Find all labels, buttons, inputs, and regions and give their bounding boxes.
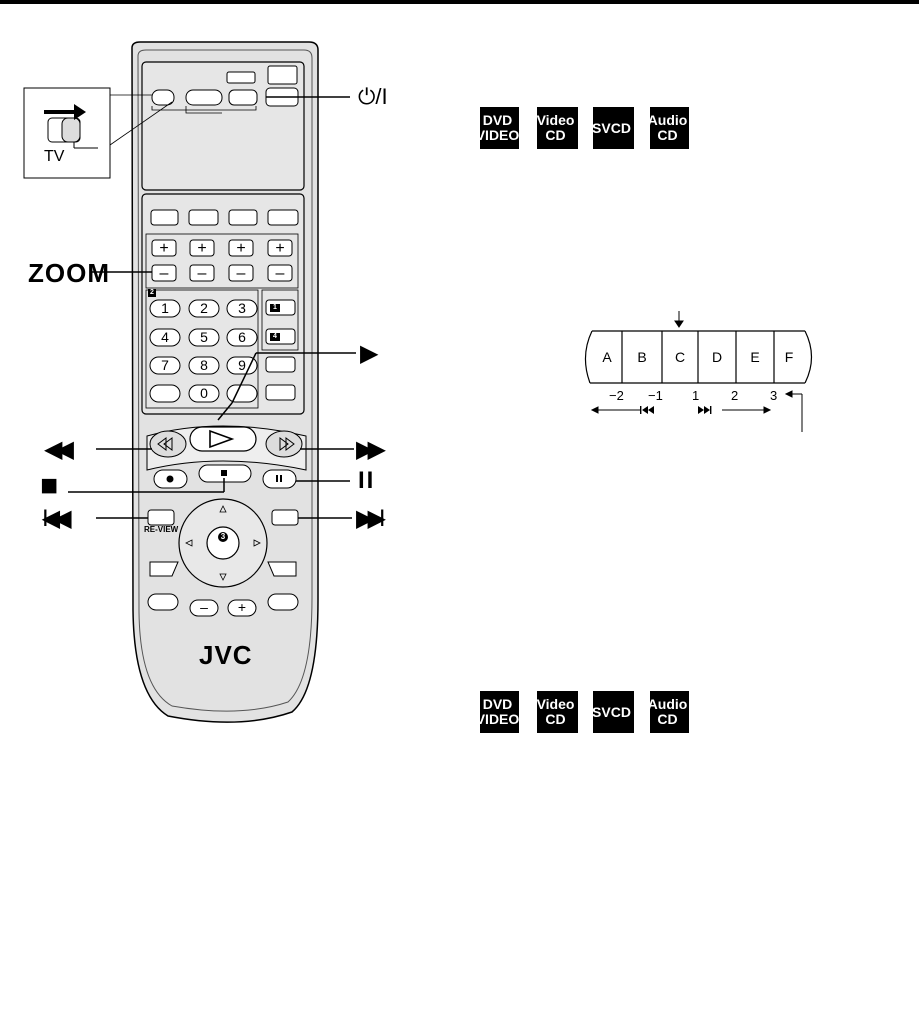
- review-label: RE-VIEW: [144, 525, 179, 534]
- key-3[interactable]: 3: [238, 300, 246, 316]
- mark-4-badge: 4: [273, 333, 277, 340]
- rewind-callout: ◀◀: [44, 436, 74, 463]
- key-6[interactable]: 6: [238, 329, 246, 345]
- svg-text:+: +: [236, 240, 245, 257]
- track-c: C: [674, 349, 686, 365]
- tv-switch-label: TV: [44, 148, 65, 165]
- timeline-num-1: 1: [692, 388, 700, 403]
- power-callout: ⏻/I: [358, 84, 388, 109]
- fast-forward-callout: ▶▶: [356, 436, 386, 463]
- key-8[interactable]: 8: [200, 357, 208, 373]
- stop-callout: ■: [40, 469, 59, 502]
- zoom-callout: ZOOM: [28, 258, 110, 288]
- mark-3-badge: 3: [220, 532, 226, 541]
- play-callout: ▶: [360, 340, 379, 367]
- svcd-badge: SVCD: [589, 691, 634, 733]
- track-b: B: [637, 349, 647, 365]
- pause-callout: II: [358, 467, 376, 494]
- svg-text:–: –: [276, 265, 285, 282]
- timeline-num-2: 2: [731, 388, 739, 403]
- svg-text:–: –: [198, 265, 207, 282]
- previous-callout: I◀◀: [42, 505, 71, 532]
- svg-text:+: +: [238, 599, 246, 615]
- next-callout: ▶▶I: [356, 505, 385, 532]
- timeline-num-3: 3: [770, 388, 778, 403]
- key-2[interactable]: 2: [200, 300, 208, 316]
- key-4[interactable]: 4: [161, 329, 169, 345]
- timeline-num-minus1: −1: [648, 388, 663, 403]
- timeline-num-minus2: −2: [609, 388, 624, 403]
- track-e: E: [750, 349, 760, 365]
- svg-text:+: +: [275, 240, 284, 257]
- svg-text:–: –: [160, 265, 169, 282]
- mark-2-badge: 2: [150, 289, 154, 296]
- svg-text:–: –: [200, 599, 208, 615]
- key-0[interactable]: 0: [200, 385, 208, 401]
- mark-1-badge: 1: [273, 304, 277, 311]
- track-a: A: [602, 349, 612, 365]
- key-7[interactable]: 7: [161, 357, 169, 373]
- key-5[interactable]: 5: [200, 329, 208, 345]
- key-1[interactable]: 1: [161, 300, 169, 316]
- jvc-logo: JVC: [199, 640, 253, 670]
- track-f: F: [784, 349, 794, 365]
- header-rule: [0, 0, 919, 4]
- svcd-badge: SVCD: [589, 107, 634, 149]
- svg-text:+: +: [159, 240, 168, 257]
- svg-text:–: –: [237, 265, 246, 282]
- svg-text:+: +: [197, 240, 206, 257]
- track-d: D: [711, 349, 723, 365]
- key-9[interactable]: 9: [238, 357, 246, 373]
- track-timeline: A B C D E F: [586, 331, 919, 383]
